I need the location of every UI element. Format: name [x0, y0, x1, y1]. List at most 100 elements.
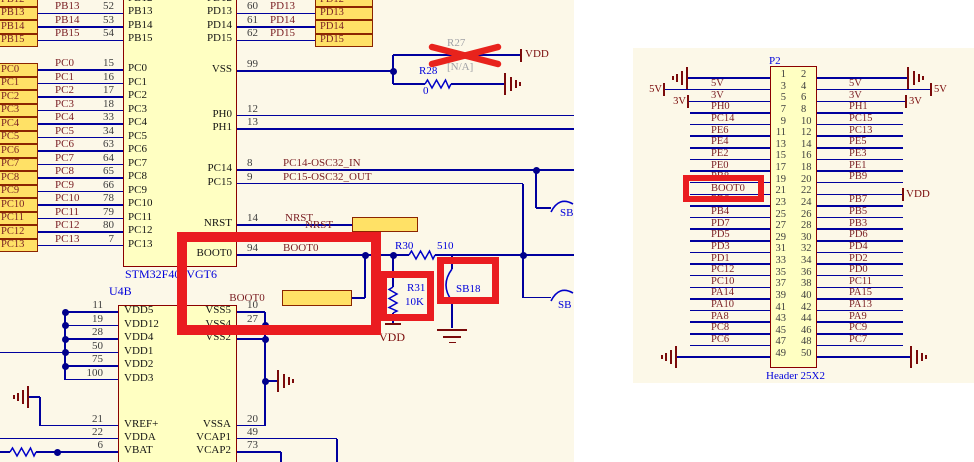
pin-number: 18: [103, 97, 114, 110]
header-pin-number: 25: [775, 208, 787, 220]
wire-PC10: [38, 204, 123, 206]
header-wire-right: [817, 123, 903, 126]
header-designator: P2: [769, 55, 781, 67]
gnd-symbol: [287, 377, 290, 385]
sb-cut-label: SB: [558, 299, 572, 311]
header-pin-number: 46: [801, 324, 812, 336]
wire-sb-top: [536, 207, 551, 209]
ic-pin-name: BOOT0: [196, 247, 232, 259]
highlight-box-sb18: [437, 257, 499, 304]
net-box-boot0: [282, 290, 352, 306]
header-net-label: PA8: [711, 310, 729, 322]
header-pin-number: 11: [775, 127, 786, 139]
header-pin-number: 47: [775, 336, 787, 348]
pin-number: 11: [92, 299, 103, 311]
wire-PB13: [38, 12, 123, 14]
wire-sb-bottom: [523, 296, 551, 299]
port-PC4: [0, 117, 38, 131]
wire-PC2: [38, 96, 123, 98]
resistor-r31: [387, 286, 399, 314]
wire-boot0: [690, 193, 770, 195]
wire-PB14: [38, 26, 123, 28]
5v-label: 5V: [934, 84, 947, 96]
header-pin-number: 29: [775, 231, 787, 243]
vdd-power-bar: [385, 322, 401, 325]
net-label: PC4: [55, 111, 74, 123]
gnd-symbol: [924, 355, 927, 359]
header-wire-right: [817, 263, 903, 265]
gnd-symbol: [16, 393, 19, 401]
wire-gnd-tap: [265, 380, 277, 382]
header-net-label: PD3: [711, 240, 730, 252]
wire-vss: [237, 70, 393, 72]
ic-pin-name: PB14: [128, 18, 153, 31]
wire-VDD4: [65, 338, 118, 340]
header-net-label: PH1: [849, 101, 868, 113]
junction-dot: [61, 335, 69, 343]
port-PC6: [0, 144, 38, 158]
gnd-symbol: [291, 379, 294, 383]
pin-number: 6: [97, 439, 104, 451]
vdd-label: VDD: [525, 48, 549, 60]
ic-pin-name: PC8: [128, 170, 147, 182]
r31-value: 10K: [405, 296, 424, 308]
port-PD15: [315, 33, 373, 47]
net-label: PC13: [55, 232, 80, 245]
header-pin-number: 3: [780, 80, 786, 92]
pin-number: 66: [103, 178, 114, 191]
header-net-label: PD0: [849, 264, 868, 276]
pin-number: 99: [247, 58, 258, 70]
wire-vbat: [36, 451, 118, 453]
header-wire-left: [690, 216, 770, 219]
wire-VSS5: [237, 311, 265, 313]
header-wire-left: [690, 251, 770, 254]
header-pin-number: 30: [801, 231, 812, 243]
highlight-box-boot0-circuit: [177, 232, 381, 335]
header-pin-number: 43: [775, 313, 787, 325]
net-box-label: BOOT0: [229, 292, 265, 304]
gnd-symbol: [660, 355, 663, 359]
port-label: PD14: [320, 20, 344, 32]
port-PC12: [0, 225, 38, 239]
power-bar-3v: [905, 94, 908, 108]
wire-vref: [39, 397, 41, 426]
pin-number: 21: [92, 412, 103, 425]
ic-pin-name: PC1: [128, 75, 147, 88]
resistor-vbat: [9, 446, 37, 458]
ic-pin-name: VDD3: [124, 371, 154, 384]
header-pin-number: 34: [801, 255, 812, 266]
wire-PC9: [38, 190, 123, 193]
pin-number: 49: [247, 425, 258, 438]
pin-number: 17: [103, 84, 114, 96]
port-label: PC10: [1, 198, 25, 210]
wire-vssa: [237, 424, 265, 427]
header-net-label: PD6: [849, 229, 868, 241]
wire-3v: [817, 100, 906, 102]
header-wire-right: [817, 216, 903, 219]
ic-pin-name: PD15: [206, 32, 232, 45]
port-PC5: [0, 130, 38, 145]
port-PB14: [0, 20, 38, 34]
header-net-label: PC9: [849, 322, 868, 334]
header-wire-left: [690, 321, 770, 323]
junction-dot: [61, 349, 69, 356]
earth-gnd-symbol: [437, 329, 467, 332]
port-label: PC12: [1, 225, 25, 237]
wire-5v: [817, 88, 931, 91]
header-net-label: PD5: [711, 229, 730, 241]
header-pin-number: 36: [801, 266, 812, 278]
vdd-label: VDD: [379, 330, 405, 344]
gnd-symbol: [675, 346, 678, 368]
header-net-label: PC14: [711, 113, 735, 124]
header-pin-number: 44: [801, 313, 812, 325]
pin-number: 65: [103, 165, 114, 177]
junction-dot: [389, 67, 397, 75]
pin-number: 14: [247, 212, 258, 224]
header-net-label: PC13: [849, 124, 873, 136]
junction-dot: [61, 308, 69, 316]
header-pin-number: 21: [775, 185, 787, 197]
gnd-symbol: [915, 350, 918, 364]
ic-pin-name: VSSA: [202, 417, 231, 430]
wire-r28: [393, 83, 425, 85]
header-net-label: PB9: [849, 171, 868, 183]
